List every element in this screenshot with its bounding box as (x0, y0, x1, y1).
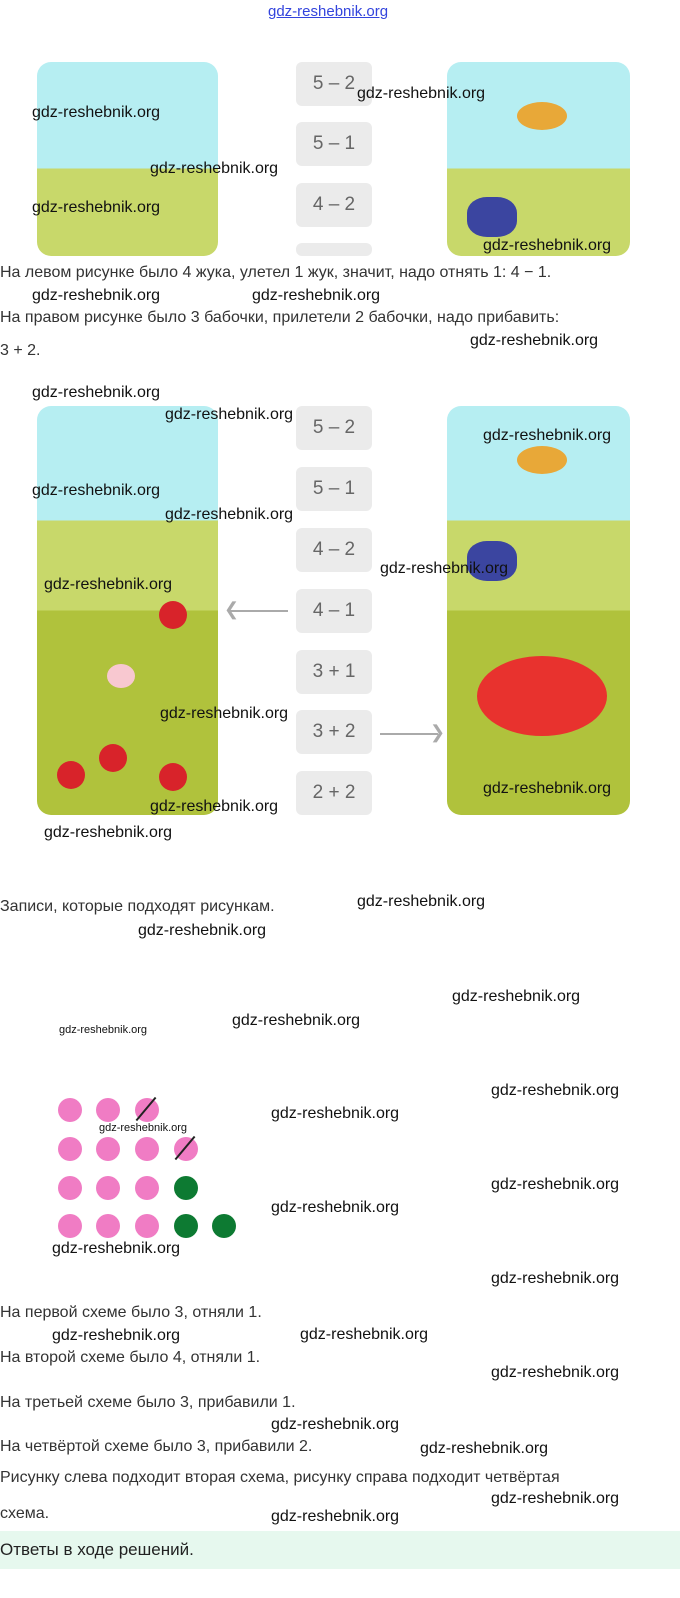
expression-button[interactable]: 4 – 2 (296, 183, 372, 227)
butterfly-icon (517, 102, 567, 130)
ladybug-icon (159, 601, 187, 629)
pink-dot (96, 1176, 120, 1200)
watermark: gdz-reshebnik.org (138, 922, 267, 939)
flower-icon (107, 664, 135, 688)
pink-dot (96, 1137, 120, 1161)
watermark: gdz-reshebnik.org (252, 287, 381, 304)
watermark: gdz-reshebnik.org (32, 482, 161, 499)
pink-dot (58, 1137, 82, 1161)
site-link[interactable]: gdz-reshebnik.org (268, 3, 389, 20)
butterfly-icon (467, 197, 517, 237)
scheme-line: На третьей схеме было 3, прибавили 1. (0, 1394, 296, 1411)
left-picture-ladybugs (37, 406, 218, 815)
scheme-line: На первой схеме было 3, отняли 1. (0, 1304, 262, 1321)
expression-button[interactable]: 3 + 1 (296, 650, 372, 694)
pink-dot (135, 1176, 159, 1200)
butterfly-icon (467, 541, 517, 581)
watermark: gdz-reshebnik.org (452, 988, 581, 1005)
explanation-line: 3 + 2. (0, 342, 41, 359)
watermark: gdz-reshebnik.org (271, 1508, 400, 1525)
pink-dot (58, 1214, 82, 1238)
watermark: gdz-reshebnik.org (160, 705, 289, 722)
scheme-line: Рисунку слева подходит вторая схема, рис… (0, 1469, 560, 1486)
right-picture-butterflies-flower (447, 406, 630, 815)
watermark: gdz-reshebnik.org (44, 576, 173, 593)
ladybug-icon (159, 763, 187, 791)
watermark: gdz-reshebnik.org (52, 1240, 181, 1257)
pink-dot (96, 1214, 120, 1238)
expression-button[interactable]: 5 – 2 (296, 62, 372, 106)
watermark: gdz-reshebnik.org (44, 824, 173, 841)
watermark: gdz-reshebnik.org (232, 1012, 361, 1029)
watermark: gdz-reshebnik.org (357, 893, 486, 910)
watermark: gdz-reshebnik.org (32, 384, 161, 401)
butterfly-icon (517, 446, 567, 474)
watermark: gdz-reshebnik.org (150, 160, 279, 177)
watermark: gdz-reshebnik.org (32, 287, 161, 304)
pink-dot (135, 1137, 159, 1161)
watermark: gdz-reshebnik.org (491, 1176, 620, 1193)
green-dot (212, 1214, 236, 1238)
watermark: gdz-reshebnik.org (300, 1326, 429, 1343)
expression-button[interactable]: 5 – 1 (296, 122, 372, 166)
explanation-line: На левом рисунке было 4 жука, улетел 1 ж… (0, 264, 552, 281)
pink-dot (58, 1176, 82, 1200)
pink-dot (58, 1098, 82, 1122)
watermark: gdz-reshebnik.org (483, 427, 612, 444)
left-picture-beetles (37, 62, 218, 256)
watermark: gdz-reshebnik.org (271, 1105, 400, 1122)
watermark: gdz-reshebnik.org (150, 798, 279, 815)
watermark: gdz-reshebnik.org (483, 237, 612, 254)
arrow-right-icon (380, 733, 438, 735)
expression-button[interactable]: 5 – 2 (296, 406, 372, 450)
watermark: gdz-reshebnik.org (32, 104, 161, 121)
explanation-line: На правом рисунке было 3 бабочки, прилет… (0, 309, 560, 326)
watermark: gdz-reshebnik.org (470, 332, 599, 349)
watermark: gdz-reshebnik.org (491, 1490, 620, 1507)
expression-button[interactable]: 4 – 1 (296, 589, 372, 633)
watermark: gdz-reshebnik.org (491, 1270, 620, 1287)
watermark: gdz-reshebnik.org (271, 1199, 400, 1216)
pink-dot (135, 1214, 159, 1238)
flower-icon (477, 656, 607, 736)
watermark: gdz-reshebnik.org (99, 1122, 188, 1134)
arrow-left-head-icon: ❮ (224, 599, 240, 619)
watermark: gdz-reshebnik.org (491, 1364, 620, 1381)
expression-button[interactable]: 4 – 2 (296, 528, 372, 572)
watermark: gdz-reshebnik.org (420, 1440, 549, 1457)
watermark: gdz-reshebnik.org (32, 199, 161, 216)
ladybug-icon (57, 761, 85, 789)
expression-button[interactable]: 5 – 1 (296, 467, 372, 511)
watermark: gdz-reshebnik.org (380, 560, 509, 577)
scheme-line: На второй схеме было 4, отняли 1. (0, 1349, 261, 1366)
ladybug-icon (99, 744, 127, 772)
arrow-right-head-icon: ❯ (430, 722, 446, 742)
watermark: gdz-reshebnik.org (59, 1024, 148, 1036)
green-dot (174, 1214, 198, 1238)
watermark: gdz-reshebnik.org (357, 85, 486, 102)
watermark: gdz-reshebnik.org (52, 1327, 181, 1344)
expression-button[interactable]: 3 + 2 (296, 710, 372, 754)
expression-button[interactable]: 2 + 2 (296, 771, 372, 815)
scheme-line: схема. (0, 1505, 50, 1522)
green-dot (174, 1176, 198, 1200)
answer-bar: Ответы в ходе решений. (0, 1531, 680, 1569)
scheme-line: На четвёртой схеме было 3, прибавили 2. (0, 1438, 313, 1455)
expression-button[interactable] (296, 243, 372, 256)
watermark: gdz-reshebnik.org (491, 1082, 620, 1099)
caption: Записи, которые подходят рисункам. (0, 898, 275, 915)
right-picture-butterflies (447, 62, 630, 256)
watermark: gdz-reshebnik.org (483, 780, 612, 797)
watermark: gdz-reshebnik.org (165, 406, 294, 423)
arrow-left-icon (228, 610, 288, 612)
watermark: gdz-reshebnik.org (165, 506, 294, 523)
watermark: gdz-reshebnik.org (271, 1416, 400, 1433)
pink-dot (96, 1098, 120, 1122)
